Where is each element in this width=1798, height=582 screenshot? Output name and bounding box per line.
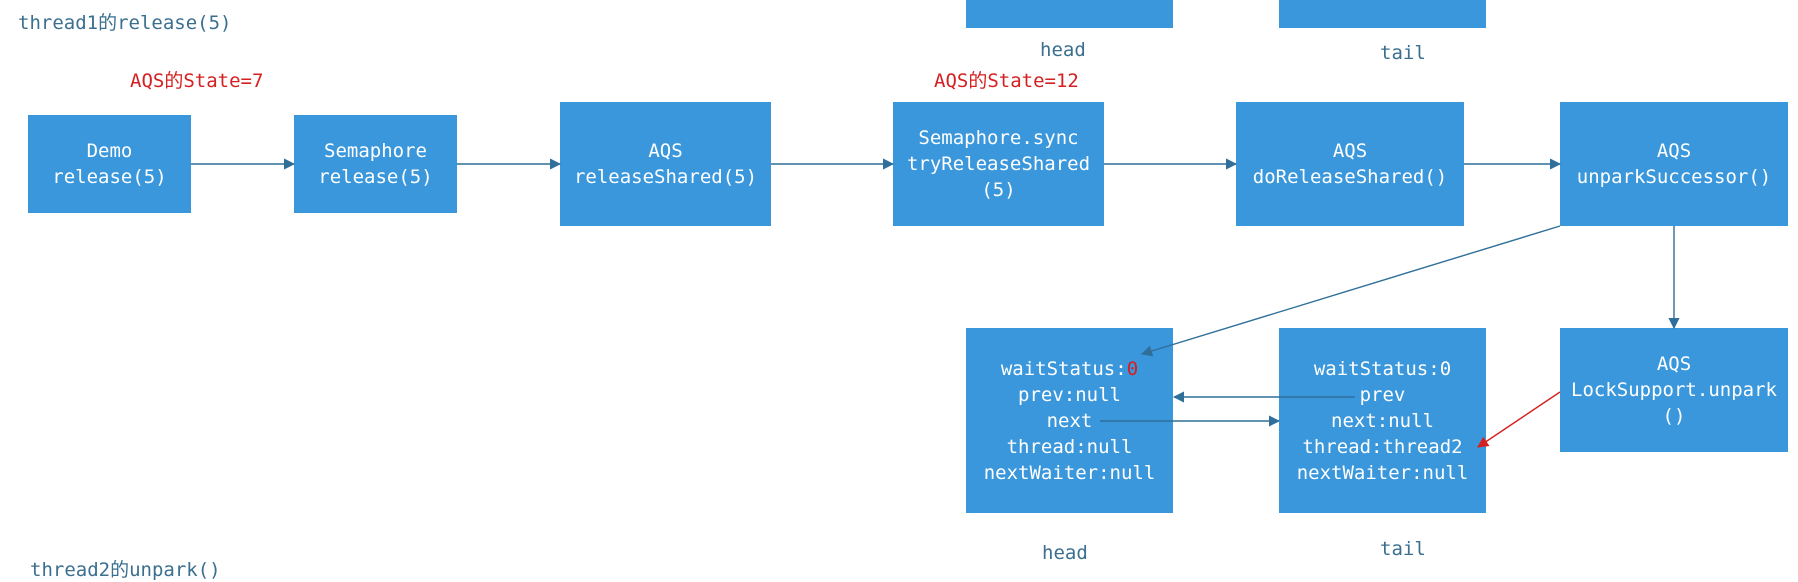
top-tail-label: tail [1380, 42, 1426, 64]
tail-thread: thread:thread2 [1302, 435, 1463, 458]
head-thread: thread:null [1006, 435, 1133, 458]
head-next-waiter: nextWaiter:null [983, 461, 1156, 484]
tail-node: waitStatus:0 prev next:null thread:threa… [1279, 328, 1486, 513]
head-next: next [1046, 409, 1093, 432]
top-tail-node [1279, 0, 1486, 28]
tail-wait-status: waitStatus:0 [1313, 357, 1452, 380]
diagram-title: thread1的release(5) [18, 12, 232, 34]
tail-next: next:null [1331, 409, 1434, 432]
head-label: head [1042, 542, 1088, 564]
tail-label: tail [1380, 538, 1426, 560]
tail-prev: prev [1359, 383, 1406, 406]
top-head-label: head [1040, 39, 1086, 61]
head-prev: prev:null [1018, 383, 1121, 406]
arrow-unpark-successor-to-head-wait-status [1140, 225, 1561, 357]
state-label-12: AQS的State=12 [934, 70, 1079, 92]
top-head-node [966, 0, 1173, 28]
head-wait-status-value: 0 [1126, 357, 1139, 380]
state-label-7: AQS的State=7 [130, 70, 264, 92]
head-wait-status: waitStatus:0 [1000, 357, 1139, 380]
footer-label: thread2的unpark() [30, 559, 221, 581]
arrow-lock-support-to-tail-thread [1477, 391, 1561, 448]
tail-next-waiter: nextWaiter:null [1296, 461, 1469, 484]
